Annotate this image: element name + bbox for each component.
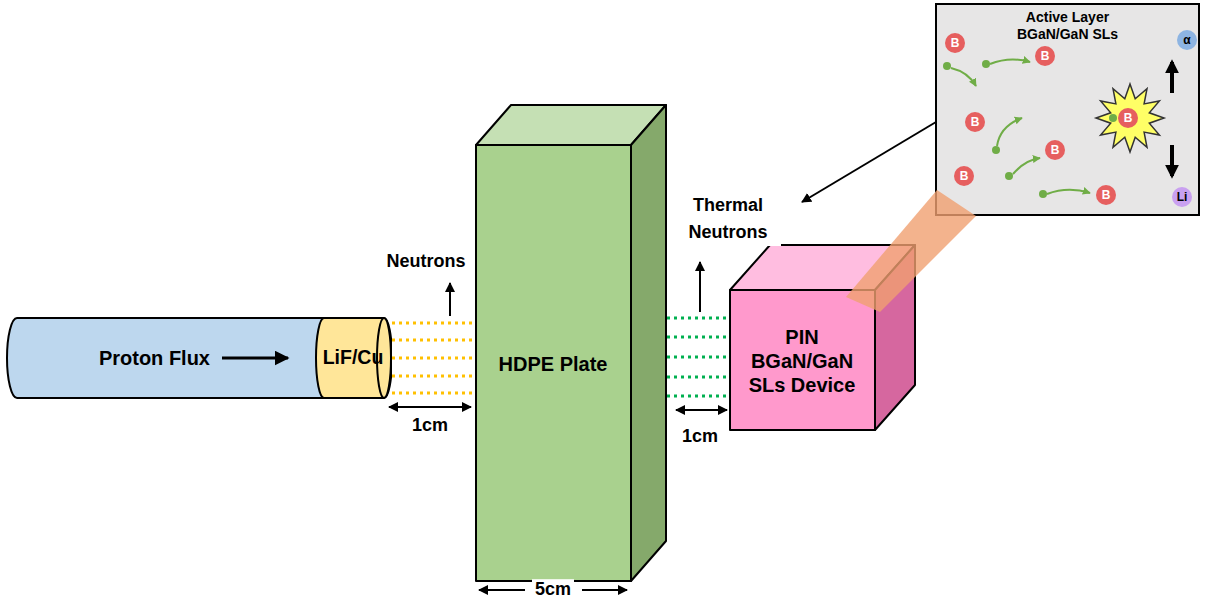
dimension-arrow xyxy=(479,589,525,591)
dimension-label: 1cm xyxy=(409,415,451,437)
label-holder: Thermal Neutrons xyxy=(675,192,781,246)
atom-symbol: B xyxy=(1124,112,1133,124)
box-face xyxy=(730,245,915,290)
box-face xyxy=(476,145,631,581)
atom-symbol: Li xyxy=(1177,191,1188,203)
atom-circle: B xyxy=(1117,107,1139,129)
atom-circle: B xyxy=(964,111,986,133)
proton-beam-tube: Proton Flux xyxy=(5,317,335,399)
neutron-stream xyxy=(667,317,729,320)
node-label: HDPE Plate xyxy=(499,352,608,376)
inset-panel: Active Layer BGaN/GaN SLsBBαBBBBBLi xyxy=(935,3,1200,216)
box-face xyxy=(631,105,666,581)
atom-symbol: α xyxy=(1183,34,1190,46)
neutron-dot xyxy=(1005,172,1013,180)
atom-disc xyxy=(1118,108,1138,128)
tube-body xyxy=(7,318,327,398)
emission-arrow xyxy=(1170,62,1174,93)
label-holder: Neutrons xyxy=(383,251,468,273)
node-label: LiF/Cu xyxy=(323,346,384,369)
reaction-burst xyxy=(1096,84,1164,152)
atom-circle: B xyxy=(953,165,975,187)
direction-arrow xyxy=(449,283,451,316)
atom-circle: B xyxy=(1044,139,1066,161)
atom-symbol: B xyxy=(960,170,969,182)
dimension-label: Thermal Neutrons xyxy=(675,192,781,246)
atom-symbol: B xyxy=(1041,50,1050,62)
neutron-stream xyxy=(667,395,729,398)
neutron-stream xyxy=(667,376,729,379)
atom-circle: α xyxy=(1176,29,1198,51)
neutron-dot xyxy=(982,60,990,68)
node-shape xyxy=(475,104,667,582)
emission-arrow xyxy=(1170,145,1174,176)
dimension-arrow xyxy=(582,589,627,591)
neutron-stream xyxy=(667,336,729,339)
atom-disc xyxy=(1045,140,1065,160)
dimension-label: Neutrons xyxy=(383,251,468,273)
neutron-path xyxy=(990,59,1030,64)
neutron-path xyxy=(951,68,976,86)
zoom-leader xyxy=(802,122,936,202)
target-cap: LiF/Cu xyxy=(314,317,392,399)
neutron-path xyxy=(1013,158,1040,174)
atom-disc xyxy=(1096,185,1116,205)
flow-arrow xyxy=(222,357,288,360)
neutron-stream xyxy=(392,357,475,360)
dimension-label: 5cm xyxy=(532,579,574,601)
atom-circle: B xyxy=(1034,45,1056,67)
label-holder: 5cm xyxy=(532,579,574,601)
atom-symbol: B xyxy=(1051,144,1060,156)
dimension-label: 1cm xyxy=(679,426,721,448)
neutron-dot xyxy=(992,146,1000,154)
neutron-path xyxy=(997,118,1022,146)
neutron-dots xyxy=(943,60,1117,198)
atom-circle: B xyxy=(944,32,966,54)
dimension-arrow xyxy=(389,406,471,408)
box-face xyxy=(730,290,875,430)
inset-ground xyxy=(935,3,1200,216)
neutron-stream xyxy=(392,392,475,395)
node-label: Proton Flux xyxy=(99,346,210,370)
neutron-paths xyxy=(951,59,1090,194)
atom-circle: Li xyxy=(1171,186,1193,208)
label-holder: 1cm xyxy=(679,426,721,448)
node-label: Active Layer BGaN/GaN SLs xyxy=(1008,9,1128,43)
neutron-stream xyxy=(392,322,475,325)
atom-symbol: B xyxy=(971,116,980,128)
atom-symbol: B xyxy=(1102,189,1111,201)
neutron-dot xyxy=(943,62,951,70)
moderator-plate: HDPE Plate xyxy=(475,104,667,582)
neutron-stream xyxy=(392,339,475,342)
atom-disc xyxy=(1177,30,1197,50)
atom-symbol: B xyxy=(951,37,960,49)
atom-disc xyxy=(1172,187,1192,207)
neutron-dot xyxy=(1109,114,1117,122)
atom-disc xyxy=(1035,46,1055,66)
atom-disc xyxy=(965,112,985,132)
dimension-arrow xyxy=(676,409,727,411)
atom-disc xyxy=(945,33,965,53)
neutron-dot xyxy=(1039,190,1047,198)
direction-arrow xyxy=(699,262,701,312)
neutron-stream xyxy=(392,375,475,378)
neutron-stream xyxy=(667,356,729,359)
neutron-path xyxy=(1047,190,1090,194)
node-label: PIN BGaN/GaN SLs Device xyxy=(738,325,866,397)
label-holder: 1cm xyxy=(409,415,451,437)
box-face xyxy=(875,245,915,430)
cap-body xyxy=(316,318,392,398)
atom-disc xyxy=(954,166,974,186)
atom-circle: B xyxy=(1095,184,1117,206)
